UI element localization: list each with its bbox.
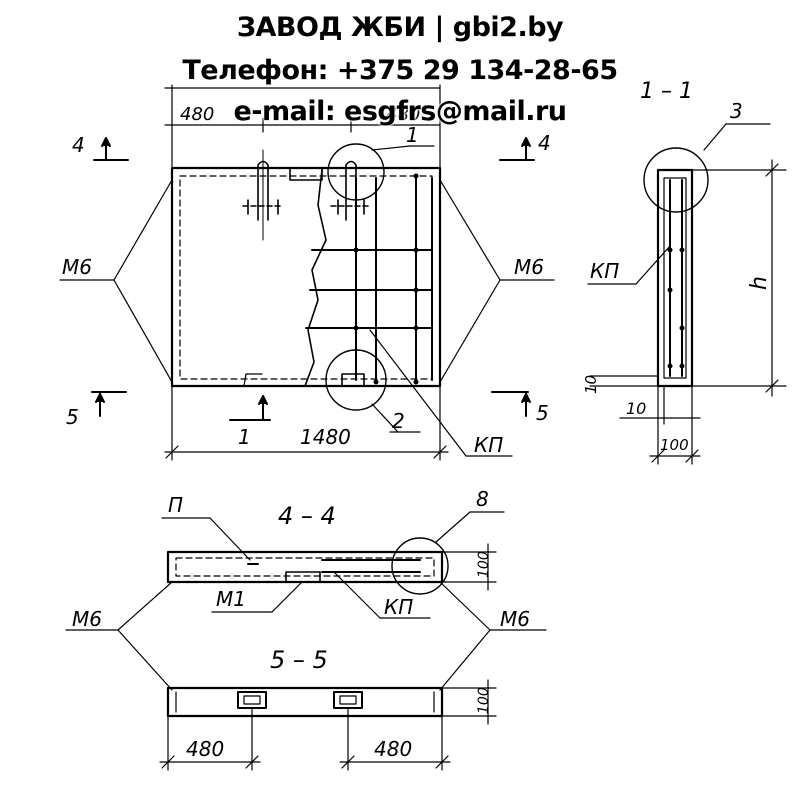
watermark-company: ЗАВОД ЖБИ | gbi2.by [236, 12, 564, 43]
dim-h: h [747, 276, 772, 290]
callout-1-leader [371, 145, 411, 151]
bottom-dimension [164, 385, 449, 461]
section-5-5-outline [166, 686, 444, 718]
callout-2-leader [371, 403, 399, 433]
embedded-plate-top [289, 167, 323, 181]
node-circle-8 [391, 537, 449, 595]
label-m6-lower-right: М6 [500, 607, 530, 631]
section-5-dims [159, 707, 451, 771]
section-mark-4-right [499, 137, 535, 161]
m6-leader-right [439, 179, 555, 383]
plan-view: 480 480 1480 4 4 5 [59, 84, 555, 461]
m6-leader-left [59, 179, 173, 383]
reinforcement-cage [305, 177, 433, 381]
dim-1480: 1480 [300, 425, 351, 449]
section-1-1-dots [667, 247, 685, 369]
m6-leader-lower-right [439, 581, 547, 691]
label-kp-plan: КП [474, 433, 503, 457]
label-m6-lower-left: М6 [72, 607, 102, 631]
node-circle-3 [643, 147, 709, 213]
kp-leader-plan [369, 329, 513, 457]
cutaway-break-line [304, 169, 327, 387]
socket-right [333, 691, 363, 709]
label-m1: М1 [216, 587, 246, 611]
section-5-5: 5 – 5 480 480 100 [159, 646, 497, 771]
node-circle-2 [325, 349, 387, 411]
callout-2: 2 [392, 409, 405, 433]
callout-3: 3 [730, 99, 743, 123]
dim-480-right: 480 [386, 104, 420, 125]
section-5-left-label: 5 [66, 405, 79, 429]
section-mark-4-left [93, 137, 129, 161]
section-1-1: 1 – 1 3 КП h 10 10 [582, 79, 787, 465]
watermark-email: e-mail: esgfrs@mail.ru [233, 96, 567, 127]
panel-inner-contour [179, 175, 433, 380]
dim-100-section-1: 100 [660, 436, 689, 454]
label-m6-right: М6 [514, 255, 544, 279]
label-p: П [168, 493, 183, 517]
socket-left [237, 691, 267, 709]
embedded-plate-bottom [341, 373, 365, 387]
section-1-1-title: 1 – 1 [640, 79, 693, 104]
section-1-1-inner [663, 177, 687, 379]
section-mark-5-left [91, 391, 127, 417]
callout-8: 8 [476, 487, 489, 511]
section-mark-1 [229, 395, 271, 421]
section-1-label: 1 [238, 425, 251, 449]
top-dimensions [164, 84, 441, 169]
dim-480-left: 480 [180, 104, 214, 125]
watermark-phone: Телефон: +375 29 134-28-65 [182, 55, 618, 86]
lifting-loop-right [330, 160, 372, 221]
callout-1: 1 [406, 123, 419, 147]
section-4-left-label: 4 [72, 133, 85, 157]
dim-100-section-4: 100 [476, 551, 492, 578]
section-4-4: 4 – 4 8 П М1 КП 100 М6 [65, 487, 547, 691]
dim-10-horizontal: 10 [626, 399, 646, 418]
section-5-right-label: 5 [536, 401, 549, 425]
label-kp-section: КП [590, 259, 619, 283]
bottom-detail-left [243, 373, 263, 387]
section-mark-5-right [491, 391, 531, 417]
label-m6-left: М6 [62, 255, 92, 279]
m6-leader-lower-left [65, 581, 173, 691]
section-4-right-label: 4 [538, 131, 551, 155]
panel-outline [170, 166, 442, 388]
dim-100-section-5: 100 [476, 687, 492, 714]
section-5-5-title: 5 – 5 [270, 646, 328, 674]
section-4-4-title: 4 – 4 [278, 502, 336, 530]
dim-480-section-5-right: 480 [374, 737, 412, 761]
label-kp-section-4: КП [384, 595, 413, 619]
rebar-dots [353, 173, 419, 385]
section-1-1-outline [656, 168, 694, 388]
node-circle-1 [327, 143, 385, 201]
section-4-4-outline [166, 550, 444, 584]
dim-10-vertical: 10 [582, 375, 600, 394]
dim-480-section-5-left: 480 [186, 737, 224, 761]
embedded-plate-m1 [285, 571, 321, 583]
